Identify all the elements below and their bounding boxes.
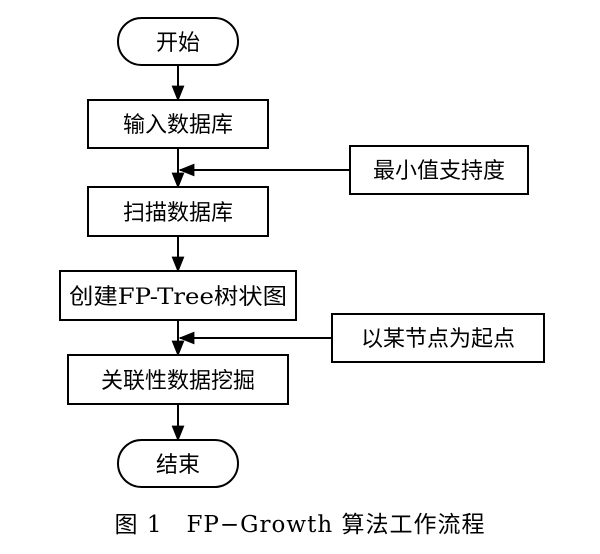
node-min-support: 最小值支持度: [349, 145, 529, 195]
node-scan-database: 扫描数据库: [87, 186, 269, 237]
flowchart: 开始 输入数据库 最小值支持度 扫描数据库 创建FP-Tree树状图 以某节点为…: [59, 17, 545, 488]
process-input-database-shape: [87, 99, 269, 149]
node-build-fp-tree-label: 创建FP-Tree树状图: [69, 285, 287, 310]
node-build-fp-tree: 创建FP-Tree树状图: [59, 270, 297, 321]
node-association-mining: 关联性数据挖掘: [67, 354, 289, 405]
node-association-mining-label: 关联性数据挖掘: [101, 369, 255, 394]
terminator-start-shape: [117, 17, 239, 66]
node-scan-database-label: 扫描数据库: [123, 201, 233, 226]
node-end: 结束: [117, 439, 239, 488]
terminator-end-shape: [117, 439, 239, 488]
node-start-label: 开始: [156, 31, 200, 56]
input-start-from-node-shape: [331, 313, 545, 363]
node-input-database: 输入数据库: [87, 99, 269, 149]
process-association-mining-shape: [67, 354, 289, 405]
node-min-support-label: 最小值支持度: [373, 159, 505, 184]
node-end-label: 结束: [156, 453, 200, 478]
input-min-support-shape: [349, 145, 529, 195]
process-scan-database-shape: [87, 186, 269, 237]
node-start-from-node: 以某节点为起点: [331, 313, 545, 363]
node-start-from-node-label: 以某节点为起点: [361, 327, 515, 352]
edges: [171, 65, 350, 442]
figure-caption: 图 1 FP−Growth 算法工作流程: [114, 512, 486, 538]
node-input-database-label: 输入数据库: [123, 113, 233, 138]
process-build-fp-tree-shape: [59, 270, 297, 321]
node-start: 开始: [117, 17, 239, 66]
